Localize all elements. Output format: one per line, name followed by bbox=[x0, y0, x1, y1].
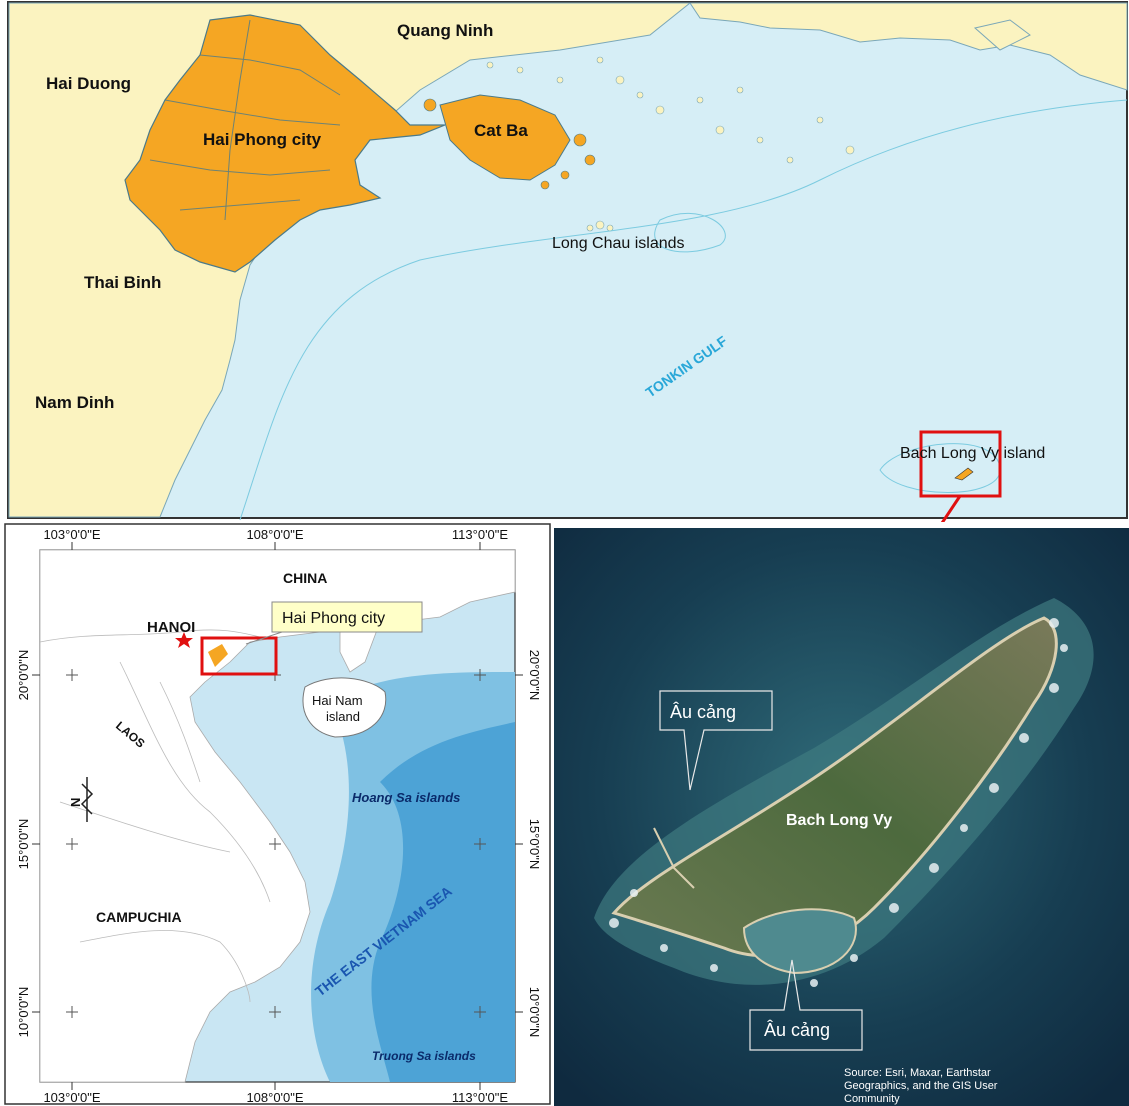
deep-sea-2 bbox=[371, 722, 515, 1082]
hai-phong-callout-leader bbox=[245, 631, 283, 645]
tick-right-10n: 10°0'0"N bbox=[527, 987, 542, 1038]
label-hoang-sa: Hoang Sa islands bbox=[352, 790, 460, 805]
tick-bottom-108: 108°0'0"E bbox=[246, 1090, 303, 1105]
label-truong-sa: Truong Sa islands bbox=[372, 1049, 476, 1063]
tick-top-108: 108°0'0"E bbox=[246, 527, 303, 542]
label-hai-phong-callout: Hai Phong city bbox=[282, 610, 385, 627]
southern-lagoon bbox=[742, 908, 857, 975]
graticule-crosses bbox=[66, 669, 486, 1018]
top-map: Quang Ninh Hai Duong Hai Phong city Cat … bbox=[7, 1, 1128, 522]
label-bach-long-vy-island: Bach Long Vy island bbox=[900, 445, 1045, 462]
label-china: CHINA bbox=[283, 570, 327, 586]
locator-map: 103°0'0"E 108°0'0"E 113°0'0"E 103°0'0"E … bbox=[4, 523, 551, 1105]
tick-bottom-113: 113°0'0"E bbox=[452, 1090, 508, 1105]
north-arrow-icon bbox=[80, 777, 94, 822]
label-bach-long-vy: Bach Long Vy bbox=[786, 812, 892, 829]
tick-top-103: 103°0'0"E bbox=[43, 527, 100, 542]
label-hai-phong-city: Hai Phong city bbox=[203, 130, 322, 149]
island-ne bbox=[973, 19, 1031, 51]
tick-left-20n: 20°0'0"N bbox=[16, 650, 31, 701]
island-land bbox=[611, 616, 1058, 958]
cat-ba-island bbox=[439, 94, 571, 181]
bach-long-vy-mark bbox=[954, 467, 974, 481]
label-cat-ba: Cat Ba bbox=[474, 121, 528, 140]
hanoi-star-icon bbox=[175, 632, 193, 648]
label-au-cang-2: Âu cảng bbox=[764, 1020, 830, 1040]
islets bbox=[486, 56, 855, 232]
label-quang-ninh: Quang Ninh bbox=[397, 21, 493, 40]
depth-contour-1 bbox=[239, 99, 1128, 521]
surf-foam bbox=[609, 618, 1068, 987]
label-au-cang-1: Âu cảng bbox=[670, 702, 736, 722]
source-line-2: Geographics, and the GIS User bbox=[844, 1080, 998, 1092]
northwest-pier bbox=[653, 827, 695, 889]
depth-contour-2 bbox=[654, 212, 726, 253]
label-north: N bbox=[68, 798, 83, 807]
source-line-1: Source: Esri, Maxar, Earthstar bbox=[844, 1067, 991, 1079]
hai-phong-callout-box bbox=[271, 601, 423, 633]
au-cang-callout-2 bbox=[749, 959, 863, 1051]
tick-left-10n: 10°0'0"N bbox=[16, 987, 31, 1038]
bach-long-vy-highlight-box bbox=[919, 430, 1002, 498]
label-thai-binh: Thai Binh bbox=[84, 273, 161, 292]
northeast-land bbox=[689, 2, 1128, 91]
label-hai-duong: Hai Duong bbox=[46, 74, 131, 93]
label-nam-dinh: Nam Dinh bbox=[35, 393, 114, 412]
source-line-3: Community bbox=[844, 1093, 900, 1105]
tick-right-20n: 20°0'0"N bbox=[527, 650, 542, 701]
label-hanoi: HANOI bbox=[147, 619, 195, 636]
label-hai-nam-2: island bbox=[326, 709, 360, 724]
hai-phong-marker bbox=[208, 644, 228, 667]
callout-arrow-line bbox=[940, 495, 962, 522]
label-hai-nam-1: Hai Nam bbox=[312, 693, 363, 708]
tick-left-15n: 15°0'0"N bbox=[16, 819, 31, 870]
label-campuchia: CAMPUCHIA bbox=[96, 909, 182, 925]
hai-phong-highlight-box bbox=[200, 636, 278, 676]
tick-right-15n: 15°0'0"N bbox=[527, 819, 542, 870]
tick-top-113: 113°0'0"E bbox=[452, 527, 508, 542]
tick-bottom-103: 103°0'0"E bbox=[43, 1090, 100, 1105]
land-hai-nam bbox=[302, 677, 387, 738]
satellite-image: Âu cảng Âu cảng Bach Long Vy Source: Esr… bbox=[554, 528, 1129, 1106]
label-long-chau: Long Chau islands bbox=[552, 235, 685, 252]
au-cang-callout-1 bbox=[659, 690, 773, 791]
